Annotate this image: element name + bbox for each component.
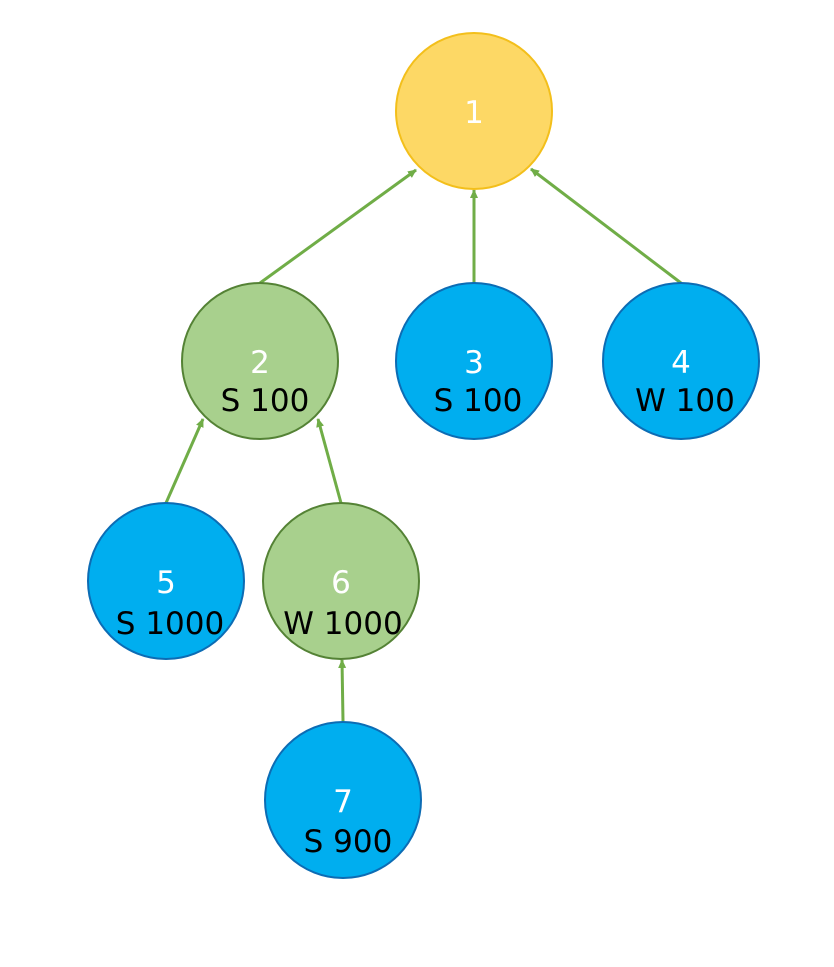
node-2-circle xyxy=(181,282,339,440)
edges-group xyxy=(164,167,682,722)
node-2-label: S 100 xyxy=(221,383,310,419)
node-3-label: S 100 xyxy=(434,383,523,419)
node-2: 2 S 100 xyxy=(181,282,339,440)
edge-5-to-2 xyxy=(164,418,205,504)
node-1-circle xyxy=(395,32,553,190)
node-4: 4 W 100 xyxy=(602,282,760,440)
node-1-id: 1 xyxy=(464,95,484,131)
node-7: 7 S 900 xyxy=(264,721,422,879)
node-6-id: 6 xyxy=(331,565,351,601)
node-5-circle xyxy=(87,502,245,660)
edge-6-to-2 xyxy=(316,418,343,504)
node-3-circle xyxy=(395,282,553,440)
node-3-id: 3 xyxy=(464,345,484,381)
node-4-circle xyxy=(602,282,760,440)
node-7-circle xyxy=(264,721,422,879)
node-5-id: 5 xyxy=(156,565,176,601)
edge-2-to-1 xyxy=(259,168,417,285)
node-6-label: W 1000 xyxy=(283,606,402,642)
node-7-id: 7 xyxy=(333,784,353,820)
node-2-id: 2 xyxy=(250,345,270,381)
edge-7-to-6 xyxy=(338,659,347,722)
node-3: 3 S 100 xyxy=(395,282,553,440)
node-6-circle xyxy=(262,502,420,660)
edge-4-to-1 xyxy=(530,167,682,285)
node-4-id: 4 xyxy=(671,345,691,381)
node-7-label: S 900 xyxy=(304,824,393,860)
node-5-label: S 1000 xyxy=(116,606,224,642)
node-6: 6 W 1000 xyxy=(262,502,420,660)
node-5: 5 S 1000 xyxy=(87,502,245,660)
node-1: 1 xyxy=(395,32,553,190)
node-4-label: W 100 xyxy=(635,383,735,419)
